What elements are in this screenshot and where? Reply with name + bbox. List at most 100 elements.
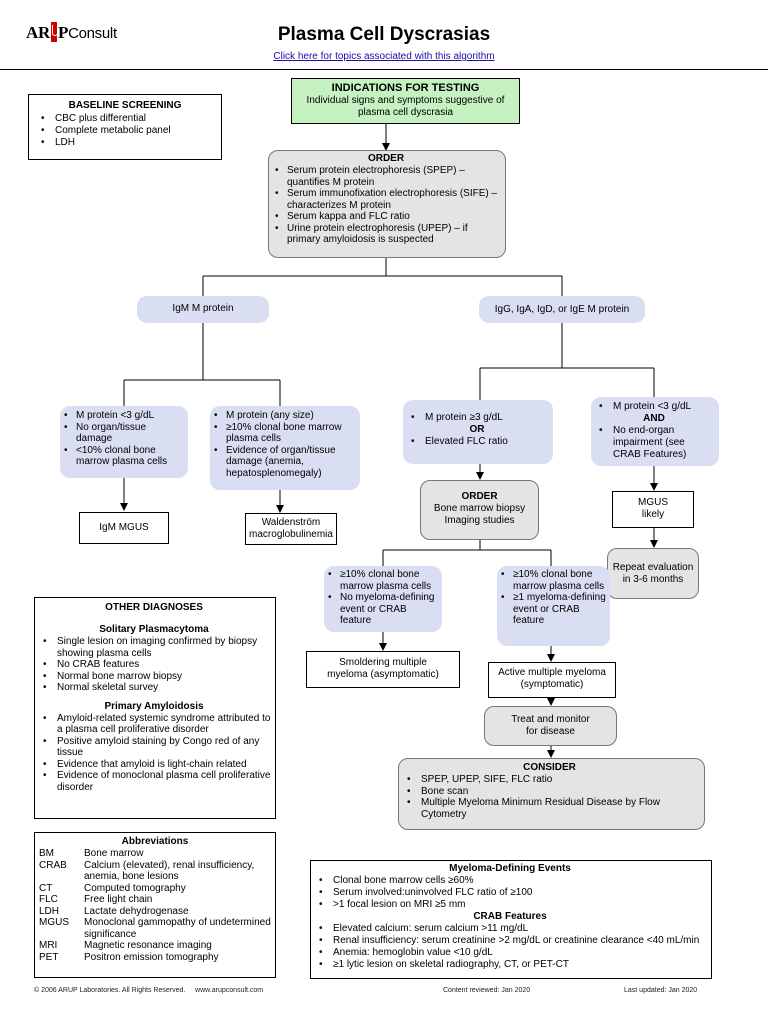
other-diagnoses-box: OTHER DIAGNOSES Solitary Plasmacytoma Si… xyxy=(34,597,276,819)
list-item: >1 focal lesion on MRI ≥5 mm xyxy=(313,899,707,911)
other-diagnoses-title: OTHER DIAGNOSES xyxy=(105,602,203,613)
igm-mgus-criteria-box: M protein <3 g/dL No organ/tissue damage… xyxy=(60,406,188,478)
table-row: MGUS Monoclonal gammopathy of undetermine… xyxy=(39,917,271,940)
table-row: CT Computed tomography xyxy=(39,883,271,895)
active-label: Active multiple myeloma (symptomatic) xyxy=(498,667,606,690)
myeloma-events-list: Clonal bone marrow cells ≥60% Serum invo… xyxy=(313,875,707,911)
list-item: Multiple Myeloma Minimum Residual Diseas… xyxy=(401,797,698,820)
order-title: ORDER xyxy=(367,153,405,164)
list-item: M protein <3 g/dL xyxy=(593,401,715,413)
indications-title: INDICATIONS FOR TESTING xyxy=(331,82,480,94)
logo-mark-icon xyxy=(50,22,58,42)
list-item: ≥10% clonal bone marrow plasma cells xyxy=(212,422,356,445)
myeloma-defining-events-box: Myeloma-Defining Events Clonal bone marr… xyxy=(310,860,712,979)
list-item: Amyloid-related systemic syndrome attrib… xyxy=(37,713,271,736)
igm-mgus-label: IgM MGUS xyxy=(99,522,149,533)
abbr-meaning: Lactate dehydrogenase xyxy=(84,905,189,917)
abbr-term: FLC xyxy=(39,894,58,905)
order-list: Serum protein electrophoresis (SPEP) – q… xyxy=(273,165,499,246)
list-item: Serum involved:uninvolved FLC ratio of ≥… xyxy=(313,887,707,899)
smoldering-myeloma-box: Smoldering multiple myeloma (asymptomati… xyxy=(306,651,460,688)
list-item: Serum immunofixation electrophoresis (SI… xyxy=(273,188,499,211)
abbr-meaning: Monoclonal gammopathy of undetermined si… xyxy=(84,917,271,940)
indications-text: Individual signs and symptoms suggestive… xyxy=(306,95,505,119)
igm-mgus-criteria-list: M protein <3 g/dL No organ/tissue damage… xyxy=(62,410,184,468)
high-m-protein-list-2: Elevated FLC ratio xyxy=(405,436,549,448)
abbr-term: MRI xyxy=(39,940,58,951)
list-item: ≥10% clonal bone marrow plasma cells xyxy=(326,569,440,592)
baseline-title: BASELINE SCREENING xyxy=(68,100,182,111)
igm-label: IgM M protein xyxy=(172,303,234,314)
list-item: Renal insufficiency: serum creatinine >2… xyxy=(313,935,707,947)
abbr-meaning: Positron emission tomography xyxy=(84,951,219,963)
list-item: Clonal bone marrow cells ≥60% xyxy=(313,875,707,887)
list-item: Normal skeletal survey xyxy=(37,682,271,694)
igg-m-protein-box: IgG, IgA, IgD, or IgE M protein xyxy=(479,296,645,323)
list-item: Complete metabolic panel xyxy=(35,125,215,137)
abbr-term: BM xyxy=(39,848,54,859)
topics-link[interactable]: Click here for topics associated with th… xyxy=(273,51,495,62)
plasmacytoma-list: Single lesion on imaging confirmed by bi… xyxy=(37,636,271,694)
repeat-evaluation-label: Repeat evaluation in 3-6 months xyxy=(612,562,694,585)
list-item: No end-organ impairment (see CRAB Featur… xyxy=(593,425,715,461)
low-m-protein-box: M protein <3 g/dL AND No end-organ impai… xyxy=(591,397,719,466)
abbr-term: CT xyxy=(39,882,53,894)
list-item: CBC plus differential xyxy=(35,113,215,125)
igg-label: IgG, IgA, IgD, or IgE M protein xyxy=(494,304,630,315)
list-item: Positive amyloid staining by Congo red o… xyxy=(37,736,271,759)
or-label: OR xyxy=(469,424,485,435)
smoldering-label: Smoldering multiple myeloma (asymptomati… xyxy=(327,657,439,680)
list-item: Evidence that amyloid is light-chain rel… xyxy=(37,759,271,771)
abbr-term: LDH xyxy=(39,905,60,917)
list-item: LDH xyxy=(35,137,215,149)
table-row: PET Positron emission tomography xyxy=(39,952,271,964)
smoldering-criteria-list: ≥10% clonal bone marrow plasma cells No … xyxy=(326,569,440,627)
list-item: No CRAB features xyxy=(37,659,271,671)
abbr-term: MGUS xyxy=(39,917,69,928)
list-item: Elevated calcium: serum calcium >11 mg/d… xyxy=(313,923,707,935)
list-item: M protein (any size) xyxy=(212,410,356,422)
list-item: SPEP, UPEP, SIFE, FLC ratio xyxy=(401,774,698,786)
abbr-meaning: Computed tomography xyxy=(84,882,186,894)
repeat-evaluation-box: Repeat evaluation in 3-6 months xyxy=(607,548,699,599)
amyloidosis-title: Primary Amyloidosis xyxy=(104,700,204,712)
abbreviations-title: Abbreviations xyxy=(121,836,189,847)
active-criteria-list: ≥10% clonal bone marrow plasma cells ≥1 … xyxy=(499,569,608,627)
consider-box: CONSIDER SPEP, UPEP, SIFE, FLC ratio Bon… xyxy=(398,758,705,830)
baseline-list: CBC plus differential Complete metabolic… xyxy=(35,113,215,149)
high-m-protein-box: M protein ≥3 g/dL OR Elevated FLC ratio xyxy=(403,400,553,464)
waldenstrom-box: Waldenström macroglobulinemia xyxy=(245,513,337,545)
abbr-term: CRAB xyxy=(39,859,67,871)
abbr-meaning: Calcium (elevated), renal insufficiency,… xyxy=(84,859,255,883)
consider-title: CONSIDER xyxy=(523,762,576,773)
table-row: LDH Lactate dehydrogenase xyxy=(39,906,271,918)
list-item: Urine protein electrophoresis (UPEP) – i… xyxy=(273,223,499,246)
list-item: Anemia: hemoglobin value <10 g/dL xyxy=(313,947,707,959)
footer-updated: Last updated: Jan 2020 xyxy=(624,987,698,994)
abbr-term: PET xyxy=(39,951,59,963)
smoldering-criteria-box: ≥10% clonal bone marrow plasma cells No … xyxy=(324,566,442,632)
list-item: Bone scan xyxy=(401,786,698,798)
plasmacytoma-title: Solitary Plasmacytoma xyxy=(99,624,209,635)
list-item: Single lesion on imaging confirmed by bi… xyxy=(37,636,271,659)
order2-title: ORDER xyxy=(461,491,498,502)
high-m-protein-list: M protein ≥3 g/dL xyxy=(405,412,549,424)
list-item: Serum kappa and FLC ratio xyxy=(273,211,499,223)
logo-p: P xyxy=(57,23,69,42)
crab-title: CRAB Features xyxy=(473,911,547,922)
list-item: Normal bone marrow biopsy xyxy=(37,671,271,683)
page-title: Plasma Cell Dyscrasias xyxy=(277,24,491,45)
low-m-protein-list-2: No end-organ impairment (see CRAB Featur… xyxy=(593,425,715,461)
order2-line1: Bone marrow biopsy xyxy=(433,503,526,514)
treat-label: Treat and monitor for disease xyxy=(511,714,590,737)
order2-line2: Imaging studies xyxy=(444,515,515,526)
list-item: Serum protein electrophoresis (SPEP) – q… xyxy=(273,165,499,188)
and-label: AND xyxy=(643,413,665,424)
list-item: Elevated FLC ratio xyxy=(405,436,549,448)
waldenstrom-criteria-list: M protein (any size) ≥10% clonal bone ma… xyxy=(212,410,356,479)
igm-m-protein-box: IgM M protein xyxy=(137,296,269,323)
list-item: M protein ≥3 g/dL xyxy=(405,412,549,424)
